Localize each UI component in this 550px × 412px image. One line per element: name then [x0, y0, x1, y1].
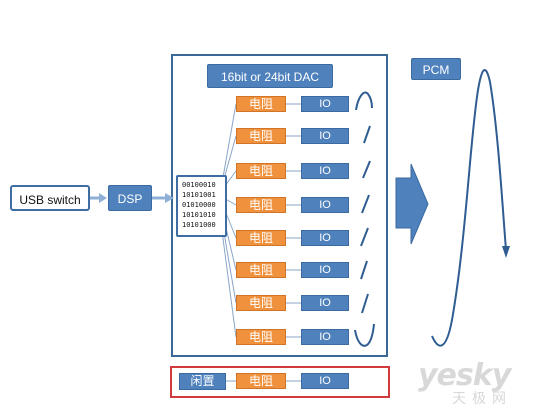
idle-row-frame — [170, 366, 390, 398]
resistor-box: 电阻 — [236, 230, 286, 246]
binary-line: 10101001 — [182, 191, 216, 199]
dsp-box: DSP — [108, 185, 152, 211]
resistor-io-links — [286, 103, 301, 338]
usb-switch-label: USB switch — [19, 193, 81, 207]
io-box: IO — [301, 128, 349, 144]
resistor-box: 电阻 — [236, 128, 286, 144]
idle-resistor-box: 电阻 — [236, 373, 286, 389]
binary-line: 01010000 — [182, 201, 216, 209]
pcm-label-box: PCM — [411, 58, 461, 80]
io-box: IO — [301, 295, 349, 311]
io-box: IO — [301, 230, 349, 246]
dsp-to-binary-arrow — [152, 193, 174, 203]
io-box: IO — [301, 163, 349, 179]
pcm-label: PCM — [422, 63, 450, 77]
dac-title: 16bit or 24bit DAC — [220, 70, 320, 84]
io-box: IO — [301, 197, 349, 213]
dsp-label: DSP — [117, 192, 143, 206]
resistor-box: 电阻 — [236, 163, 286, 179]
pcm-arrow — [395, 163, 429, 245]
pcm-waveform — [431, 69, 510, 347]
resistor-box: 电阻 — [236, 96, 286, 112]
watermark-sub: 天极网 — [452, 391, 512, 407]
binary-line: 00100010 — [182, 181, 216, 189]
binary-line: 10101010 — [182, 211, 216, 219]
resistor-box: 电阻 — [236, 295, 286, 311]
idle-label-box: 闲置 — [179, 373, 226, 390]
usb-switch-box: USB switch — [10, 185, 90, 211]
resistor-box: 电阻 — [236, 329, 286, 345]
io-box: IO — [301, 96, 349, 112]
watermark-main: yesky — [418, 358, 511, 393]
binary-line: 10101000 — [182, 221, 216, 229]
fan-out-lines — [221, 103, 237, 338]
dac-title-box: 16bit or 24bit DAC — [207, 64, 333, 88]
io-wave-segments — [354, 91, 375, 347]
dac-frame — [171, 54, 388, 357]
yesky-watermark: yesky 天极网 — [418, 360, 542, 410]
resistor-box: 电阻 — [236, 197, 286, 213]
usb-to-dsp-arrow — [90, 193, 107, 203]
resistor-box: 电阻 — [236, 262, 286, 278]
io-box: IO — [301, 262, 349, 278]
io-box: IO — [301, 329, 349, 345]
binary-data-box: 00100010 10101001 01010000 10101010 1010… — [176, 175, 227, 237]
idle-io-box: IO — [301, 373, 349, 389]
